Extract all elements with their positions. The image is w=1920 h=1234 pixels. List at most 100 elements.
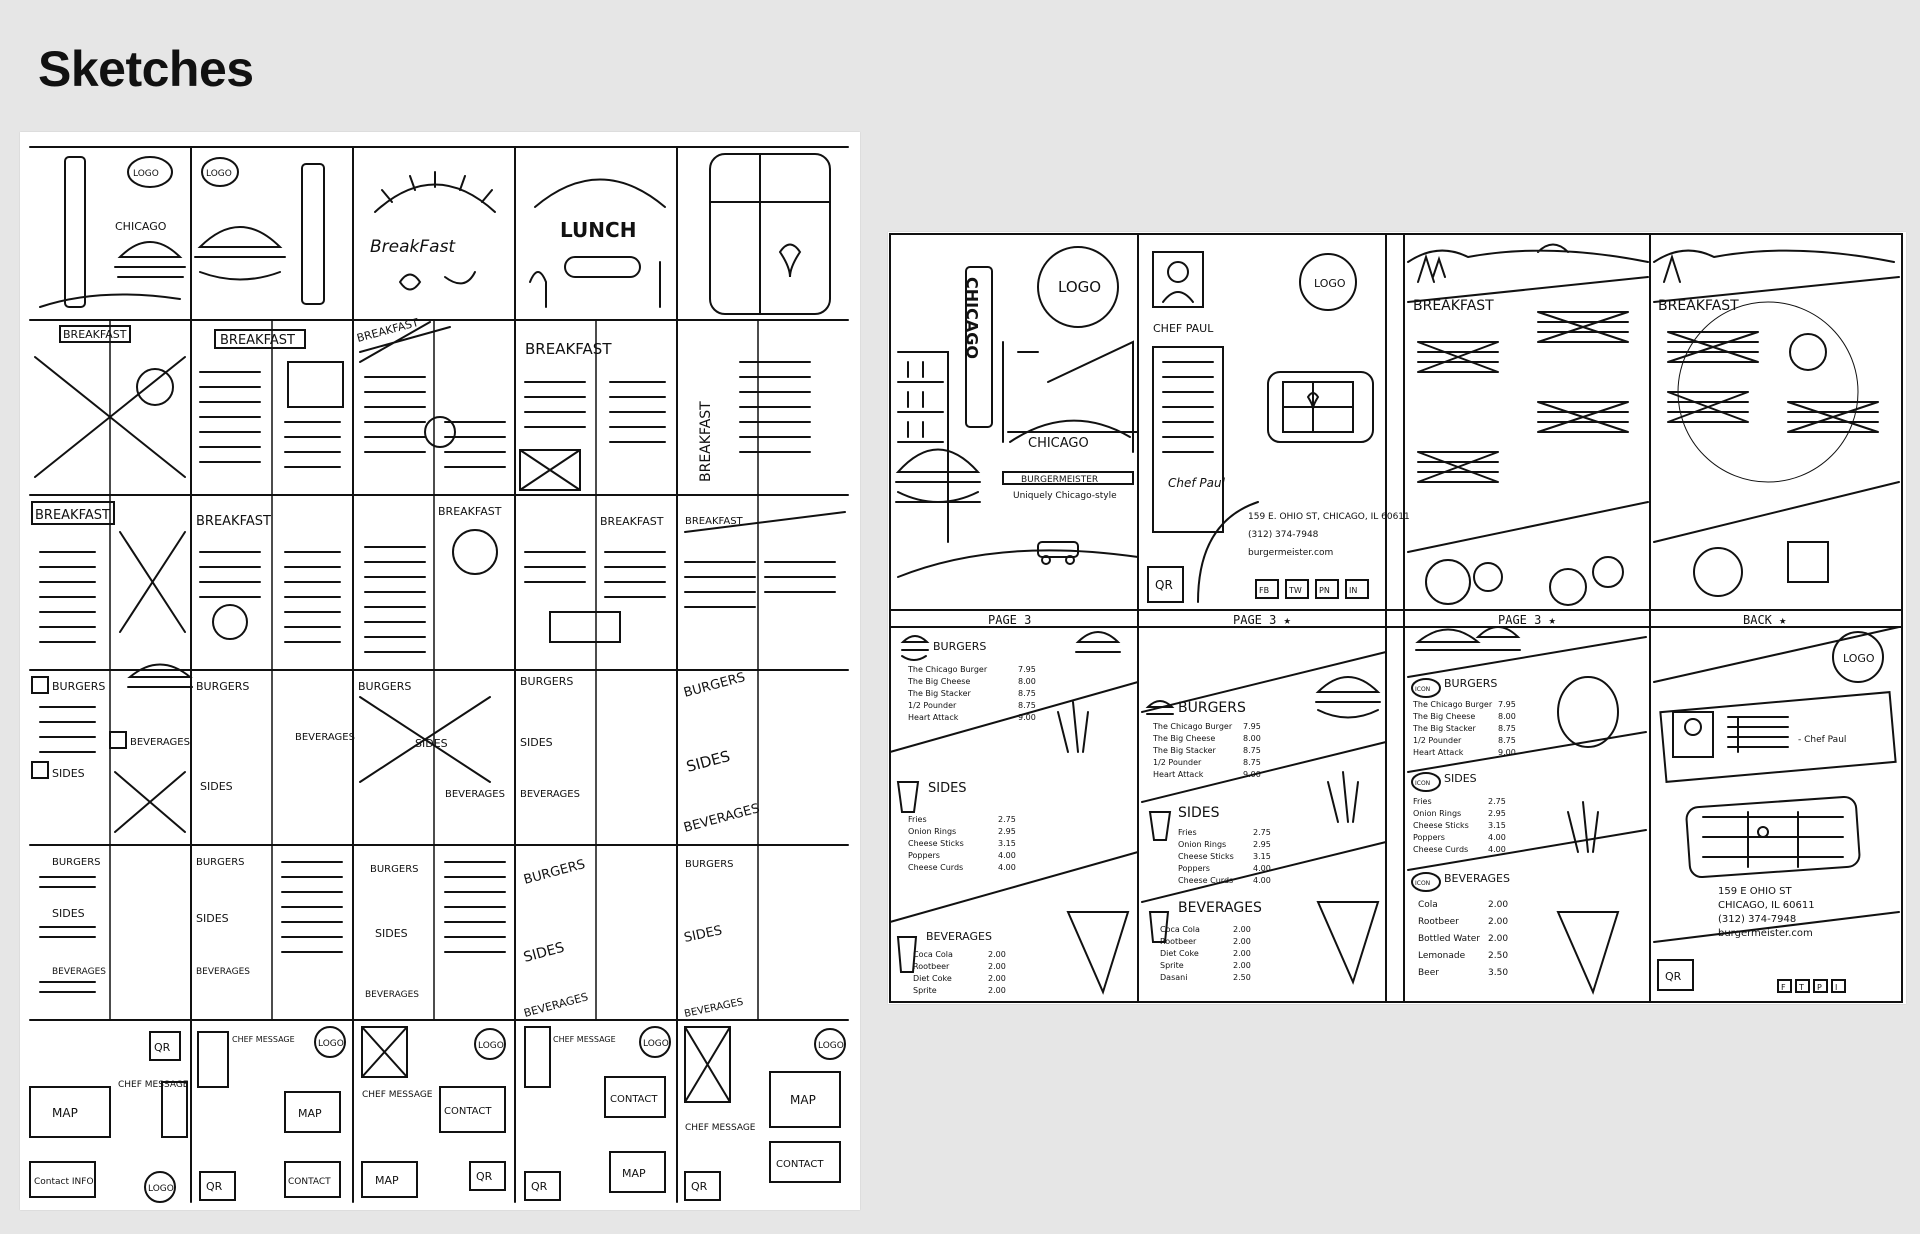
svg-text:SIDES: SIDES — [522, 940, 566, 966]
svg-text:4.00: 4.00 — [998, 863, 1016, 872]
svg-text:BURGERS: BURGERS — [196, 680, 249, 693]
svg-text:2.00: 2.00 — [988, 986, 1006, 995]
svg-text:BEVERAGES: BEVERAGES — [196, 967, 250, 977]
svg-text:3.15: 3.15 — [1488, 821, 1506, 830]
svg-text:The Big Stacker: The Big Stacker — [1152, 746, 1217, 755]
svg-text:Cheese Sticks: Cheese Sticks — [1413, 821, 1469, 830]
svg-text:CHICAGO: CHICAGO — [963, 277, 982, 359]
svg-text:BREAKFAST: BREAKFAST — [1658, 298, 1739, 314]
svg-text:BREAKFAST: BREAKFAST — [220, 333, 295, 348]
svg-text:Cheese Curds: Cheese Curds — [908, 863, 963, 872]
svg-text:2.00: 2.00 — [988, 950, 1006, 959]
svg-text:CHEF MESSAGE: CHEF MESSAGE — [685, 1123, 756, 1133]
svg-text:LUNCH: LUNCH — [560, 218, 636, 242]
detail-grid — [889, 233, 1903, 1003]
svg-text:LOGO: LOGO — [1058, 278, 1101, 296]
svg-text:TW: TW — [1288, 586, 1302, 595]
svg-text:BEVERAGES: BEVERAGES — [130, 737, 190, 748]
svg-text:2.00: 2.00 — [1488, 934, 1508, 944]
svg-text:BURGERS: BURGERS — [1178, 700, 1246, 716]
svg-text:BEVERAGES: BEVERAGES — [1444, 872, 1510, 885]
svg-text:2.00: 2.00 — [988, 962, 1006, 971]
svg-text:Poppers: Poppers — [908, 851, 940, 860]
svg-text:F: F — [1781, 983, 1786, 992]
svg-text:Beer: Beer — [1418, 968, 1439, 978]
svg-text:BURGERS: BURGERS — [682, 670, 747, 701]
svg-text:7.95: 7.95 — [1243, 722, 1261, 731]
svg-text:1/2 Pounder: 1/2 Pounder — [1153, 758, 1202, 767]
svg-text:Fries: Fries — [1178, 828, 1197, 837]
svg-text:The Big Cheese: The Big Cheese — [1152, 734, 1215, 743]
svg-text:LOGO: LOGO — [643, 1039, 669, 1049]
svg-text:BREAKFAST: BREAKFAST — [438, 505, 502, 518]
svg-text:- Chef Paul: - Chef Paul — [1798, 735, 1846, 745]
svg-text:9.00: 9.00 — [1018, 713, 1036, 722]
svg-text:SIDES: SIDES — [520, 736, 553, 749]
svg-text:2.75: 2.75 — [1253, 828, 1271, 837]
svg-text:QR: QR — [691, 1180, 708, 1193]
burger-layouts-row4: BURGERS SIDES BEVERAGES BURGERS SIDES BE… — [31, 663, 761, 836]
svg-text:CONTACT: CONTACT — [610, 1094, 658, 1105]
svg-text:Fries: Fries — [1413, 797, 1432, 806]
svg-text:3.50: 3.50 — [1488, 968, 1508, 978]
svg-text:(312) 374-7948: (312) 374-7948 — [1248, 530, 1319, 540]
svg-text:CHEF MESSAGE: CHEF MESSAGE — [232, 1035, 295, 1044]
svg-text:Onion Rings: Onion Rings — [1413, 809, 1461, 818]
svg-text:LOGO: LOGO — [818, 1041, 844, 1051]
svg-text:ICON: ICON — [1415, 880, 1430, 887]
page-label-3: PAGE 3 ★ — [1498, 613, 1556, 627]
svg-text:Cola: Cola — [1418, 900, 1438, 910]
svg-text:Contact INFO: Contact INFO — [34, 1177, 94, 1187]
svg-text:FB: FB — [1259, 586, 1269, 595]
svg-text:BREAKFAST: BREAKFAST — [63, 328, 127, 341]
sketch-sheet-detailed: PAGE 3 PAGE 3 ★ PAGE 3 ★ BACK ★ LOGO CHI… — [888, 232, 1906, 1004]
svg-text:SIDES: SIDES — [683, 923, 724, 946]
svg-text:4.00: 4.00 — [1253, 876, 1271, 885]
svg-text:8.75: 8.75 — [1018, 701, 1036, 710]
svg-text:MAP: MAP — [790, 1093, 816, 1107]
svg-text:PN: PN — [1319, 586, 1330, 595]
svg-text:CHEF MESSAGE: CHEF MESSAGE — [362, 1090, 433, 1100]
svg-text:LOGO: LOGO — [206, 169, 232, 179]
svg-text:Onion Rings: Onion Rings — [908, 827, 956, 836]
svg-text:Cheese Curds: Cheese Curds — [1413, 845, 1468, 854]
svg-text:burgermeister.com: burgermeister.com — [1248, 548, 1333, 558]
svg-text:4.00: 4.00 — [1253, 864, 1271, 873]
breakfast-panel-a: BREAKFAST — [1407, 243, 1649, 606]
svg-text:IN: IN — [1349, 586, 1357, 595]
svg-text:CHICAGO, IL 60611: CHICAGO, IL 60611 — [1718, 900, 1815, 911]
svg-text:BURGERS: BURGERS — [1444, 677, 1497, 690]
svg-text:2.00: 2.00 — [1233, 937, 1251, 946]
svg-text:1/2 Pounder: 1/2 Pounder — [1413, 736, 1462, 745]
svg-text:Chef Paul: Chef Paul — [1168, 476, 1226, 490]
menu-layouts-row5: BURGERS SIDES BEVERAGES BURGERS SIDES BE… — [39, 857, 744, 1020]
svg-text:QR: QR — [476, 1170, 493, 1183]
svg-text:The Big Cheese: The Big Cheese — [1412, 712, 1475, 721]
svg-text:BEVERAGES: BEVERAGES — [926, 930, 992, 943]
svg-text:CHEF MESSAGE: CHEF MESSAGE — [553, 1035, 616, 1044]
svg-text:Heart Attack: Heart Attack — [908, 713, 959, 722]
svg-text:8.75: 8.75 — [1498, 736, 1516, 745]
svg-text:Bottled Water: Bottled Water — [1418, 934, 1480, 944]
svg-text:4.00: 4.00 — [998, 851, 1016, 860]
svg-text:LOGO: LOGO — [1314, 277, 1346, 290]
svg-text:The Big Cheese: The Big Cheese — [907, 677, 970, 686]
thumbnail-grid — [29, 146, 849, 1203]
svg-text:SIDES: SIDES — [1444, 772, 1477, 785]
svg-text:8.00: 8.00 — [1498, 712, 1516, 721]
svg-text:3.15: 3.15 — [998, 839, 1016, 848]
svg-text:Poppers: Poppers — [1178, 864, 1210, 873]
svg-text:Lemonade: Lemonade — [1418, 951, 1466, 961]
svg-text:SIDES: SIDES — [684, 747, 732, 776]
svg-text:2.50: 2.50 — [1488, 951, 1508, 961]
svg-text:BURGERS: BURGERS — [520, 675, 573, 688]
svg-text:4.00: 4.00 — [1488, 845, 1506, 854]
svg-text:2.00: 2.00 — [1488, 900, 1508, 910]
svg-text:SIDES: SIDES — [196, 912, 229, 925]
svg-text:SIDES: SIDES — [200, 780, 233, 793]
svg-text:CONTACT: CONTACT — [288, 1177, 331, 1187]
svg-text:BEVERAGES: BEVERAGES — [682, 801, 761, 836]
svg-text:QR: QR — [154, 1041, 171, 1054]
svg-text:2.00: 2.00 — [1233, 925, 1251, 934]
svg-text:CHICAGO: CHICAGO — [1028, 436, 1089, 451]
